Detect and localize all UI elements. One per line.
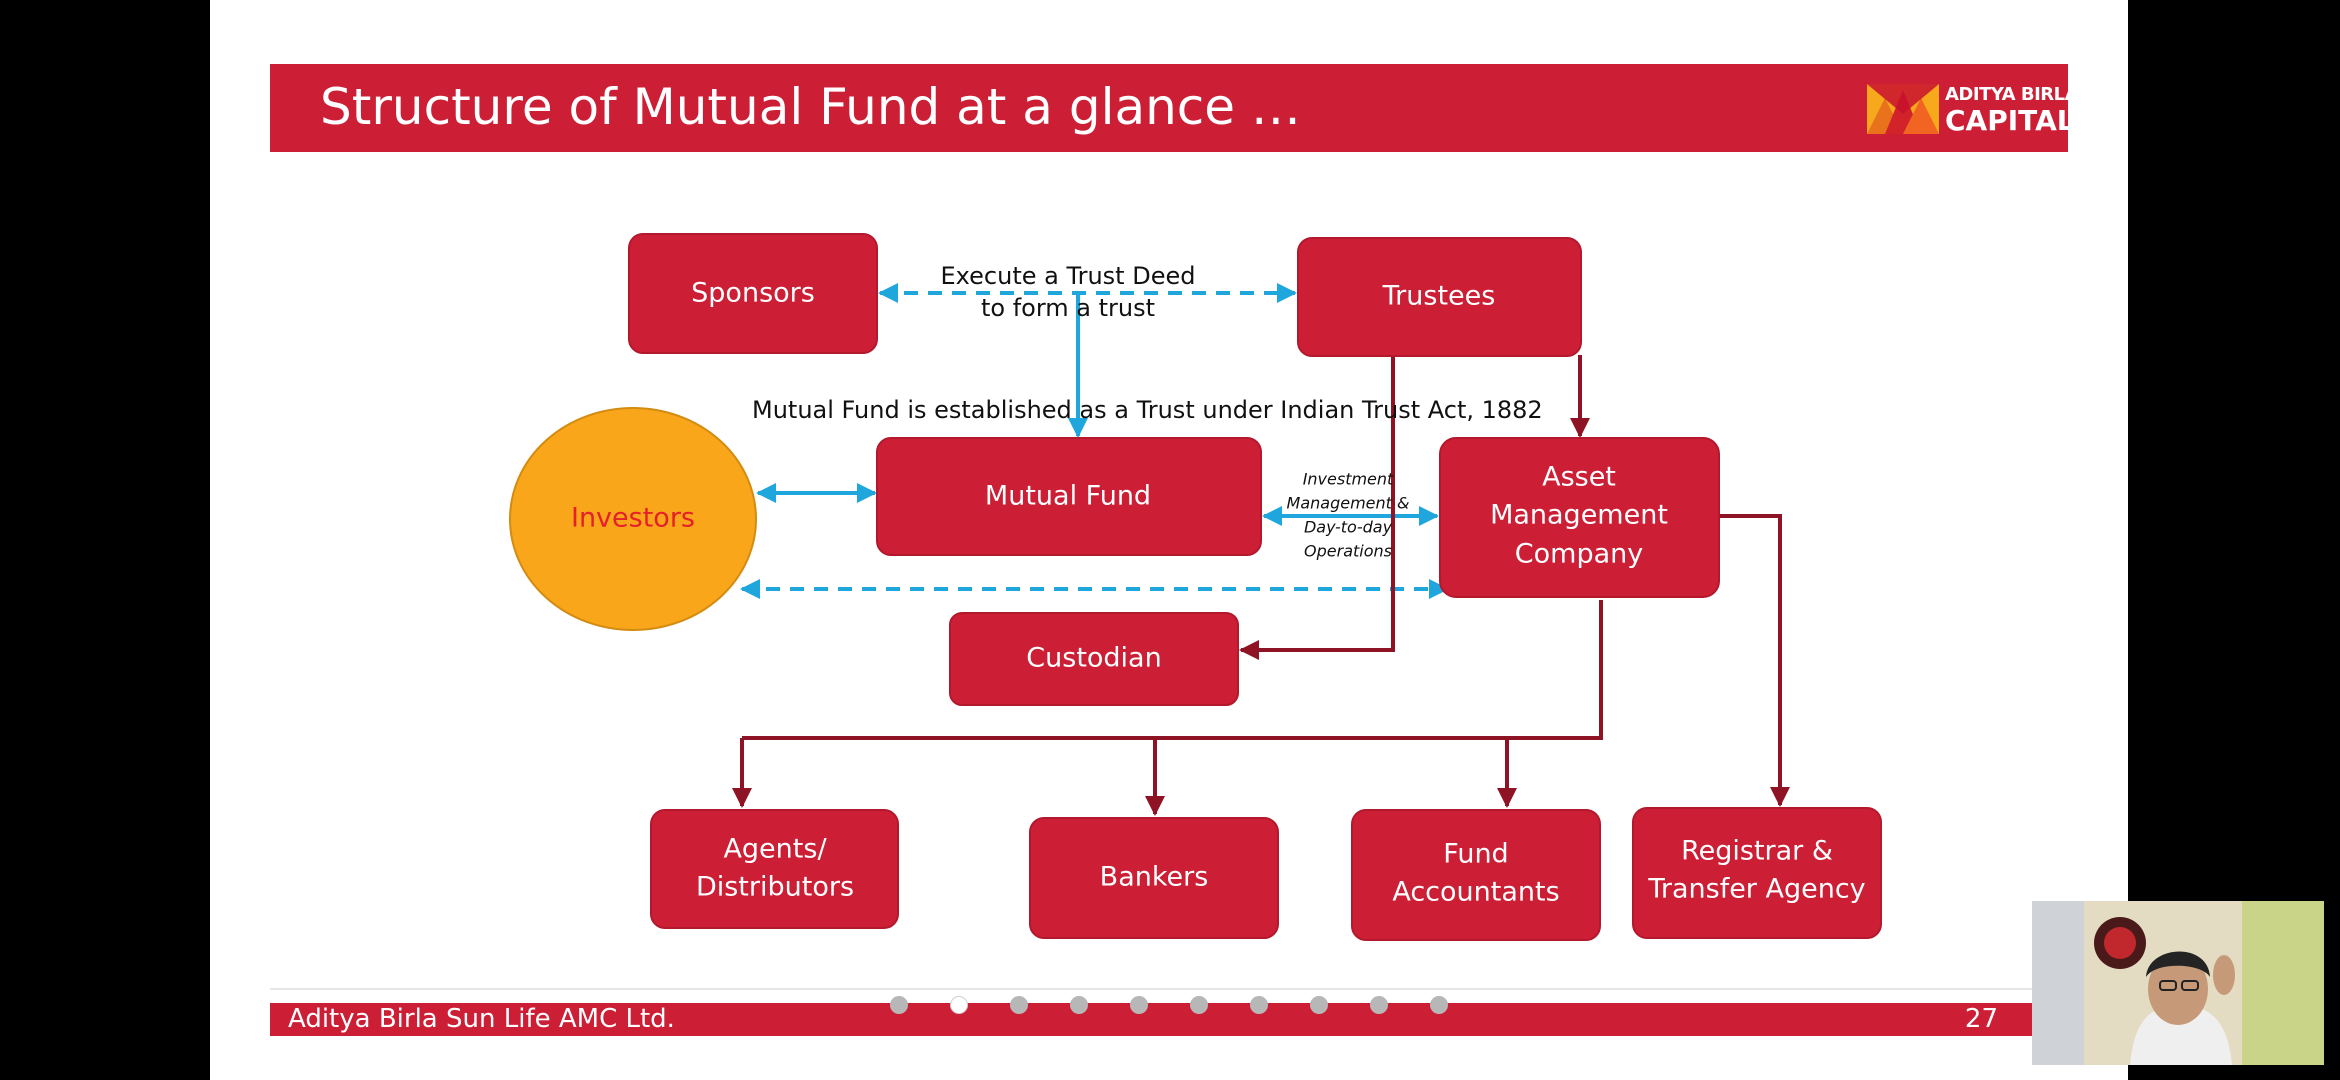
blue-connectors bbox=[740, 283, 1449, 599]
node-agents-distributors: Agents/ Distributors bbox=[650, 809, 899, 929]
node-investors-label: Investors bbox=[571, 503, 695, 534]
node-fund-accountants: Fund Accountants bbox=[1351, 809, 1601, 941]
amc-registrar-arrow bbox=[1720, 514, 1790, 807]
investment-mgmt-label-line4: Operations bbox=[1304, 542, 1392, 561]
aditya-birla-capital-logo: ADITYA BIRLA CAPITAL bbox=[1867, 82, 2079, 138]
slide-dot[interactable] bbox=[1370, 996, 1388, 1014]
slide-dot[interactable] bbox=[1010, 996, 1028, 1014]
slide-dot[interactable] bbox=[1430, 996, 1448, 1014]
node-registrar-label-line2: Transfer Agency bbox=[1647, 874, 1865, 905]
node-fund-accountants-label-line1: Fund bbox=[1443, 839, 1508, 870]
trustees-custodian-arrow bbox=[1239, 355, 1395, 660]
slide-footer: Aditya Birla Sun Life AMC Ltd. 27 bbox=[270, 1003, 2068, 1036]
node-sponsors: Sponsors bbox=[628, 233, 878, 354]
logo-text-line2: CAPITAL bbox=[1945, 104, 2075, 137]
investment-mgmt-label-line3: Day-to-day bbox=[1304, 518, 1393, 537]
red-connectors bbox=[732, 355, 1790, 816]
slide-dot[interactable] bbox=[950, 996, 968, 1014]
node-agents-label-line2: Distributors bbox=[696, 872, 854, 903]
amc-service-bus bbox=[742, 600, 1603, 740]
node-mutual-fund-label: Mutual Fund bbox=[985, 481, 1151, 512]
node-investors: Investors bbox=[509, 407, 757, 631]
slide-navigation-dots[interactable] bbox=[890, 996, 1510, 1016]
node-bankers: Bankers bbox=[1029, 817, 1279, 939]
slide-dot[interactable] bbox=[890, 996, 908, 1014]
node-sponsors-label: Sponsors bbox=[691, 278, 815, 309]
mutual-fund-structure-diagram: Sponsors Trustees Mutual Fund Investors … bbox=[509, 233, 1882, 941]
investment-mgmt-label-line1: Investment bbox=[1303, 470, 1394, 489]
node-trustees: Trustees bbox=[1297, 237, 1582, 357]
node-custodian: Custodian bbox=[949, 612, 1239, 706]
node-registrar-label-line1: Registrar & bbox=[1681, 836, 1833, 867]
investment-mgmt-label-line2: Management & bbox=[1287, 494, 1410, 513]
node-trustees-label: Trustees bbox=[1382, 281, 1496, 312]
node-amc-label-line1: Asset bbox=[1542, 462, 1616, 493]
node-registrar-transfer-agency: Registrar & Transfer Agency bbox=[1632, 807, 1882, 939]
slide-dot[interactable] bbox=[1310, 996, 1328, 1014]
slide-dot[interactable] bbox=[1070, 996, 1088, 1014]
trust-act-label: Mutual Fund is established as a Trust un… bbox=[752, 396, 1543, 424]
node-custodian-label: Custodian bbox=[1026, 643, 1161, 674]
slide-title: Structure of Mutual Fund at a glance … bbox=[320, 78, 1301, 136]
node-amc-label-line2: Management bbox=[1490, 500, 1668, 531]
presenter-webcam-video bbox=[2032, 901, 2324, 1065]
node-mutual-fund: Mutual Fund bbox=[876, 437, 1262, 556]
trust-deed-label-line1: Execute a Trust Deed bbox=[941, 262, 1196, 290]
page-number: 27 bbox=[1964, 1004, 1998, 1034]
footer-divider bbox=[270, 988, 2068, 990]
slide: Structure of Mutual Fund at a glance … A… bbox=[210, 0, 2128, 1080]
slide-dot[interactable] bbox=[1250, 996, 1268, 1014]
footer-company-name: Aditya Birla Sun Life AMC Ltd. bbox=[288, 1004, 675, 1034]
node-amc-label-line3: Company bbox=[1515, 539, 1643, 570]
sun-logo-icon bbox=[1867, 84, 1939, 134]
node-fund-accountants-label-line2: Accountants bbox=[1392, 877, 1559, 908]
slide-header: Structure of Mutual Fund at a glance … A… bbox=[270, 64, 2079, 152]
slide-dot[interactable] bbox=[1130, 996, 1148, 1014]
logo-text-line1: ADITYA BIRLA bbox=[1945, 84, 2079, 105]
node-agents-label-line1: Agents/ bbox=[723, 834, 827, 865]
node-bankers-label: Bankers bbox=[1100, 862, 1209, 893]
slide-dot[interactable] bbox=[1190, 996, 1208, 1014]
trust-deed-label-line2: to form a trust bbox=[981, 294, 1155, 322]
presenter-video-frame bbox=[2032, 901, 2324, 1065]
node-amc: Asset Management Company bbox=[1439, 437, 1720, 598]
